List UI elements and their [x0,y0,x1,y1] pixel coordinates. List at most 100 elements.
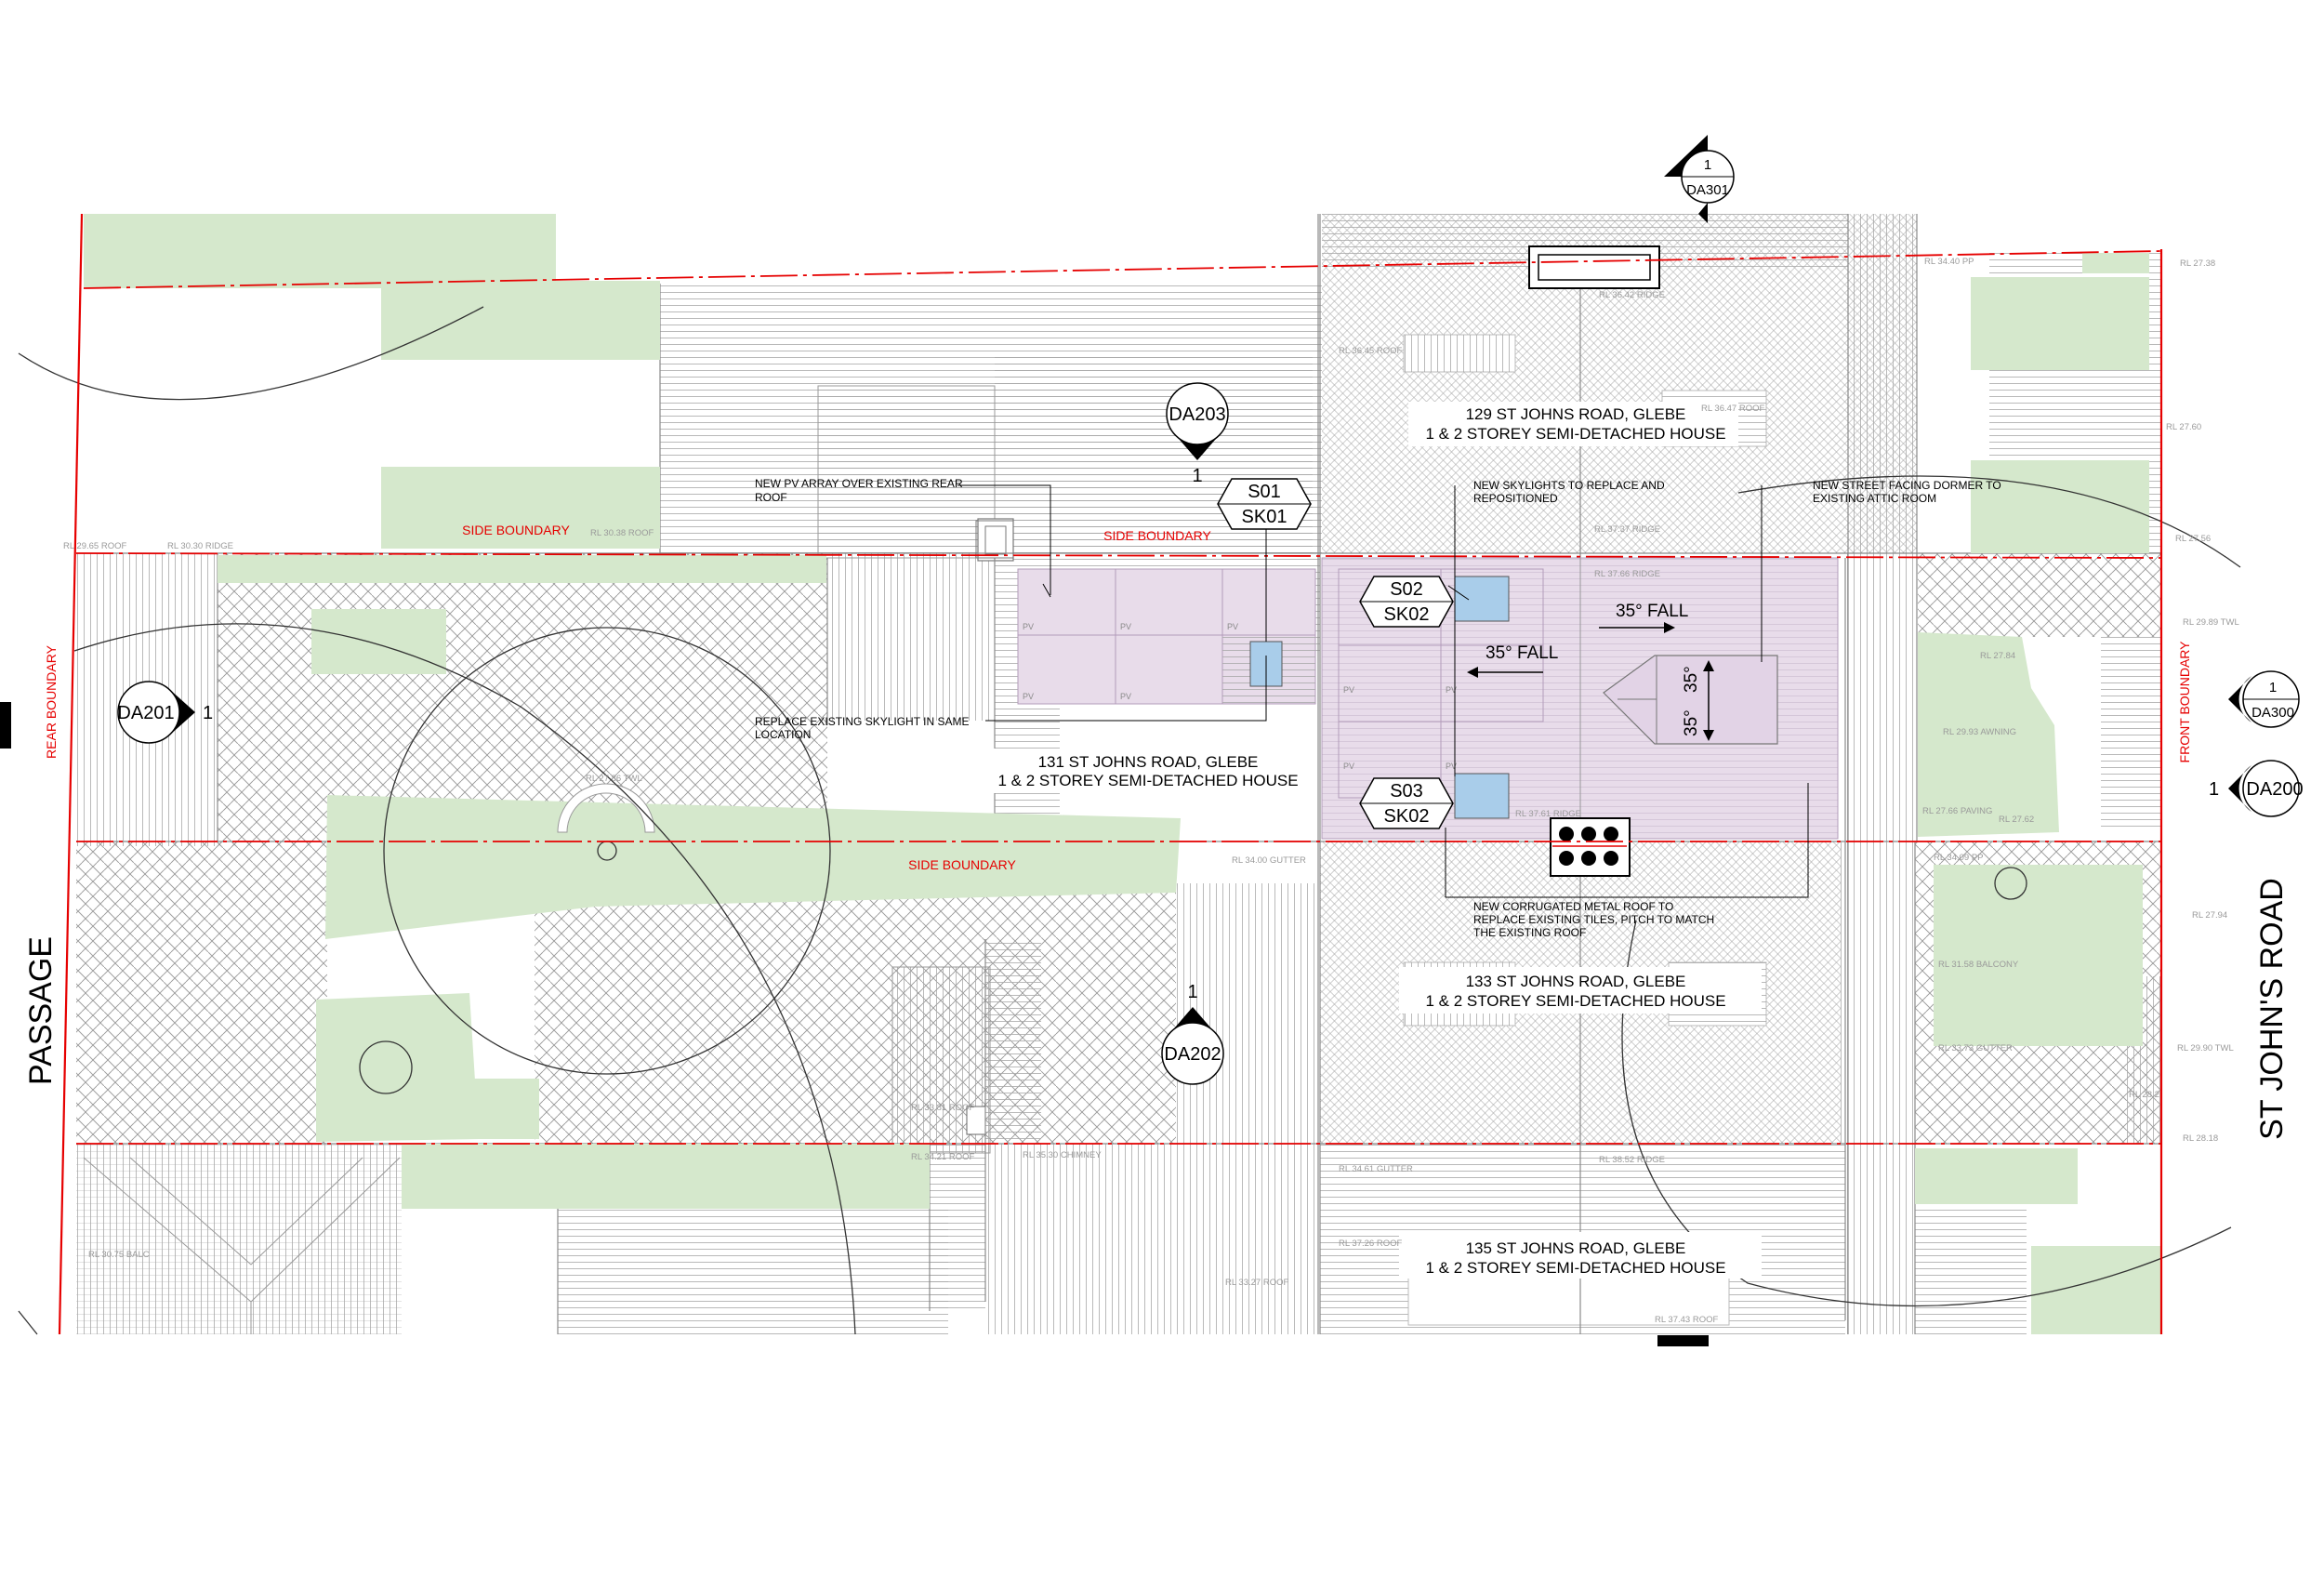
level-label: RL 29.65 ROOF [63,541,126,551]
level-label: RL 34.40 PP [1924,257,1974,267]
tag-ref: SK01 [1242,507,1287,527]
note-pv-array-line1: NEW PV ARRAY OVER EXISTING REAR [755,477,963,490]
level-label: RL 28.18 [2183,1133,2218,1144]
marker-num: 1 [203,703,213,723]
pv-label: PV [1120,622,1131,631]
note-metal-roof-line1: NEW CORRUGATED METAL ROOF TO [1473,900,1673,913]
house-labels: 129 ST JOHNS ROAD, GLEBE 1 & 2 STOREY SE… [981,402,1762,1279]
note-dormer-line1: NEW STREET FACING DORMER TO [1813,479,2001,492]
note-replace-skylight-line1: REPLACE EXISTING SKYLIGHT IN SAME [755,715,970,728]
note-new-skylights-line1: NEW SKYLIGHTS TO REPLACE AND [1473,479,1665,492]
note-replace-skylight-line2: LOCATION [755,728,811,741]
level-label: RL 29.89 TWL [2183,617,2239,628]
house-129-line1: 129 ST JOHNS ROAD, GLEBE [1466,405,1686,423]
tag-ref: SK02 [1384,604,1430,625]
pv-label: PV [1446,762,1457,771]
section-marker-da200: DA200 1 [2209,760,2304,817]
level-label: RL 27.84 [1980,651,2015,661]
level-label: RL 36.45 ROOF [1339,346,1402,356]
marker-num: 1 [2209,779,2219,800]
marker-ref: DA301 [1686,182,1729,198]
side-boundary-label: SIDE BOUNDARY [462,523,570,537]
section-marker-da300: 1 DA300 [2228,670,2300,728]
note-metal-roof-line2: REPLACE EXISTING TILES, PITCH TO MATCH [1473,913,1714,926]
pv-label: PV [1120,692,1131,701]
level-label: RL 37.43 ROOF [1655,1315,1718,1325]
level-label: RL 38.52 RIDGE [1599,1155,1665,1165]
skylight-tag-s01: S01 SK01 [1217,478,1312,642]
house-131-line1: 131 ST JOHNS ROAD, GLEBE [1038,753,1259,771]
pitch-label-a: 35° [1682,666,1701,693]
tag-id: S01 [1248,482,1281,502]
level-label: RL 29.93 AWNING [1943,727,2016,737]
site-boundary [75,250,2162,1145]
level-label: RL 37.37 RIDGE [1594,524,1660,535]
level-label: RL 27.86 TWL [586,774,642,784]
marker-ref: DA300 [2251,705,2294,721]
section-marker-da203: DA203 1 [1166,382,1229,486]
pv-label: PV [1343,762,1354,771]
boundary-ends [58,213,2163,1335]
level-label: RL 31.58 BALCONY [1938,960,2019,970]
pitch-annotations: 35° FALL 35° FALL 35° 35° [1467,602,1701,736]
house-133-line1: 133 ST JOHNS ROAD, GLEBE [1466,973,1686,990]
level-label: RL 34.61 GUTTER [1339,1164,1413,1174]
level-label: RL 34.21 ROOF [911,1152,974,1162]
skylight-tag-s02: S02 SK02 [1359,576,1454,628]
st-johns-road-label: ST JOHN'S ROAD [2254,878,2290,1140]
pv-label: PV [1227,622,1238,631]
level-label: RL 33.73 GUTTER [1938,1043,2013,1053]
level-label: RL 29.90 TWL [2177,1043,2234,1053]
level-label: RL 36.47 ROOF [1701,404,1764,414]
section-marker-da301: 1 DA301 [1664,135,1735,223]
house-133-line2: 1 & 2 STOREY SEMI-DETACHED HOUSE [1425,992,1725,1010]
section-marker-da201: DA201 1 [117,681,213,744]
level-labels: RL 34.40 PP RL 27.38 RL 36.42 RIDGE RL 3… [63,257,2239,1325]
landscape-areas [84,214,2161,1334]
pv-label: PV [1023,692,1034,701]
note-metal-roof-line3: THE EXISTING ROOF [1473,926,1586,939]
pv-label: PV [1023,622,1034,631]
level-label: RL 27.66 PAVING [1922,806,1992,816]
level-label: RL 30.75 BALC [88,1250,150,1260]
marker-num: 1 [1187,982,1197,1002]
level-label: RL 28.2 [2129,1090,2159,1100]
pitch-label-b: 35° [1682,709,1701,736]
level-label: RL 37.66 RIDGE [1594,569,1660,579]
house-135-line1: 135 ST JOHNS ROAD, GLEBE [1466,1239,1686,1257]
fall-label-right: 35° FALL [1616,602,1688,621]
note-new-skylights-line2: REPOSITIONED [1473,492,1558,505]
curved-planter [557,783,655,833]
pv-label: PV [1343,685,1354,695]
leader-lines [957,484,1809,898]
passage-street-label: PASSAGE [23,936,59,1085]
house-131-line2: 1 & 2 STOREY SEMI-DETACHED HOUSE [997,772,1298,789]
level-label: RL 27.62 [1999,815,2034,825]
level-label: RL 33.81 ROOF [911,1103,974,1113]
rear-boundary-label: REAR BOUNDARY [44,644,59,759]
pv-labels: PV PV PV PV PV PV PV PV PV [1023,622,1457,771]
section-cut-mark [1657,1335,1709,1346]
skylight-s03 [1454,773,1510,819]
marker-ref: DA200 [2246,779,2303,800]
level-label: RL 37.26 ROOF [1339,1239,1402,1249]
level-label: RL 34.00 GUTTER [1232,855,1306,866]
new-dormer [1603,655,1778,745]
skylight-tags: S01 SK01 S02 SK02 S03 SK02 [1217,478,1454,829]
house-135-line2: 1 & 2 STOREY SEMI-DETACHED HOUSE [1425,1259,1725,1277]
level-label: RL 27.38 [2180,258,2215,269]
level-label: RL 30.30 RIDGE [167,541,233,551]
fall-label-left: 35° FALL [1486,643,1558,663]
side-boundary-label: SIDE BOUNDARY [1103,528,1211,543]
marker-ref: DA202 [1164,1044,1221,1065]
note-dormer-line2: EXISTING ATTIC ROOM [1813,492,1936,505]
tag-id: S02 [1390,579,1423,600]
tag-id: S03 [1390,781,1423,802]
level-label: RL 27.94 [2192,910,2227,921]
level-label: RL 30.38 ROOF [590,528,654,538]
level-label: RL 33.27 ROOF [1225,1278,1288,1288]
level-label: RL 27.56 [2175,534,2211,544]
marker-ref: DA201 [117,703,174,723]
level-label: RL 36.42 RIDGE [1599,290,1665,300]
